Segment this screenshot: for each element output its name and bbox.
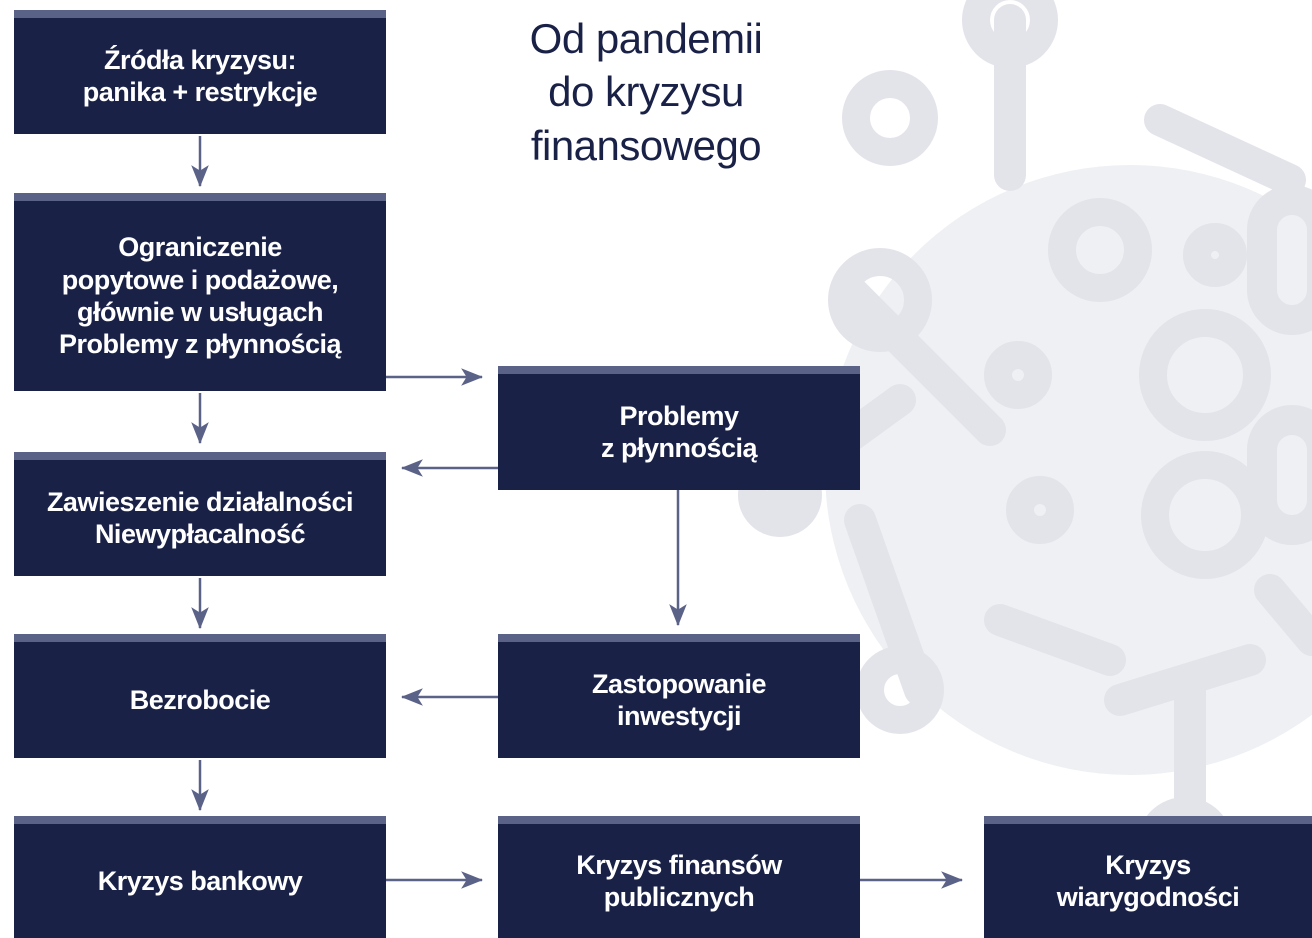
box-public-finance-crisis-label: Kryzys finansów publicznych [576, 849, 782, 912]
box-banking-crisis-label: Kryzys bankowy [97, 865, 303, 896]
box-suspension-insolvency: Zawieszenie działalności Niewypłacalność [14, 452, 386, 576]
box-unemployment-label: Bezrobocie [129, 684, 271, 715]
box-liquidity-problems-label: Problemy z płynnością [600, 400, 758, 463]
box-investment-halt: Zastopowanie inwestycji [498, 634, 860, 758]
box-demand-supply-restrictions-label: Ograniczenie popytowe i podażowe, główni… [58, 232, 342, 360]
box-investment-halt-label: Zastopowanie inwestycji [591, 668, 767, 731]
box-crisis-sources-label: Źródła kryzysu: panika + restrykcje [82, 44, 318, 107]
box-demand-supply-restrictions: Ograniczenie popytowe i podażowe, główni… [14, 193, 386, 391]
box-banking-crisis: Kryzys bankowy [14, 816, 386, 938]
diagram-title: Od pandemii do kryzysu finansowego [529, 15, 763, 169]
box-suspension-insolvency-label: Zawieszenie działalności Niewypłacalność [46, 486, 354, 549]
box-credibility-crisis: Kryzys wiarygodności [984, 816, 1312, 938]
box-public-finance-crisis: Kryzys finansów publicznych [498, 816, 860, 938]
box-credibility-crisis-label: Kryzys wiarygodności [1056, 849, 1240, 912]
box-unemployment: Bezrobocie [14, 634, 386, 758]
box-crisis-sources: Źródła kryzysu: panika + restrykcje [14, 10, 386, 134]
box-liquidity-problems: Problemy z płynnością [498, 366, 860, 490]
